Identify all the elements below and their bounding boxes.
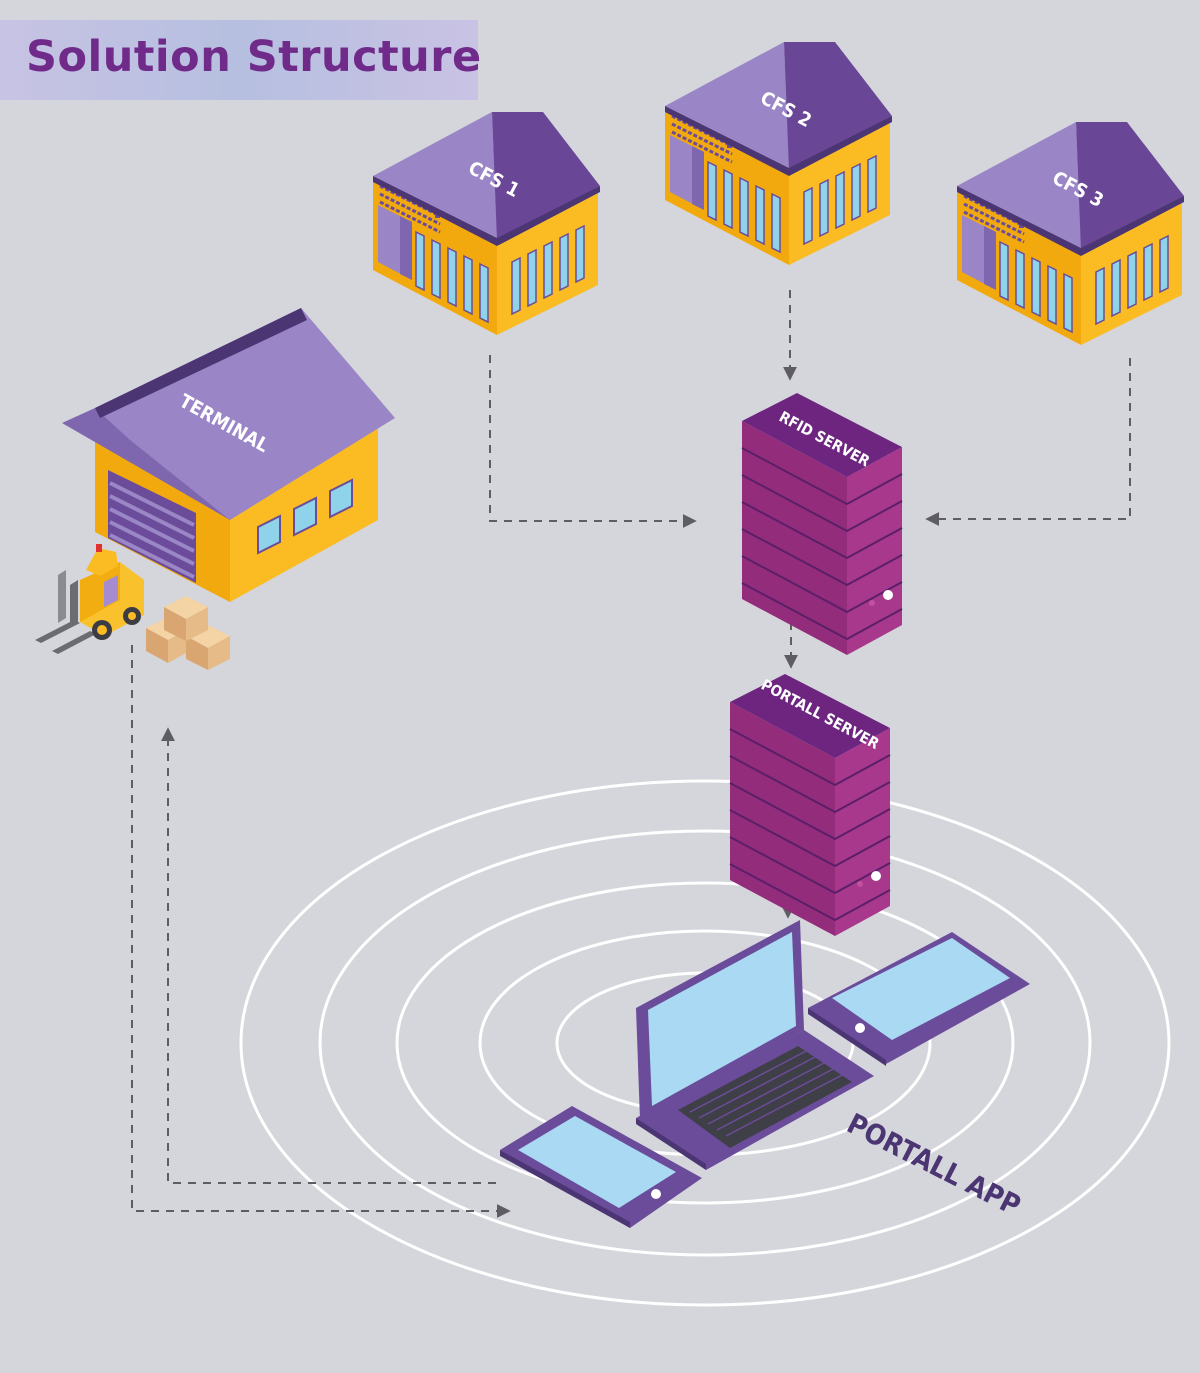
arrow-terminal-to-app bbox=[131, 645, 511, 1218]
cfs3-building: CFS 3 bbox=[957, 122, 1184, 345]
laptop-icon bbox=[636, 920, 874, 1170]
rfid-server: RFID SERVER bbox=[741, 393, 903, 655]
cfs1-building: CFS 1 bbox=[373, 112, 600, 335]
cfs2-building: CFS 2 bbox=[665, 42, 892, 265]
tablet-right bbox=[808, 932, 1030, 1066]
forklift-icon bbox=[35, 544, 144, 654]
portall-app-label: PORTALL APP bbox=[842, 1107, 1026, 1223]
tablet-left bbox=[500, 1106, 702, 1228]
title-banner bbox=[0, 20, 478, 100]
arrow-cfs3-to-rfid bbox=[925, 358, 1131, 526]
terminal-building: TERMINAL bbox=[62, 308, 395, 602]
arrow-cfs1-to-rfid bbox=[489, 355, 697, 528]
arrow-app-to-terminal bbox=[161, 727, 496, 1184]
cargo-boxes-icon bbox=[146, 596, 230, 670]
connectors bbox=[131, 290, 1131, 1218]
page-title: Solution Structure bbox=[26, 32, 482, 82]
portall-server: PORTALL SERVER bbox=[729, 674, 891, 936]
